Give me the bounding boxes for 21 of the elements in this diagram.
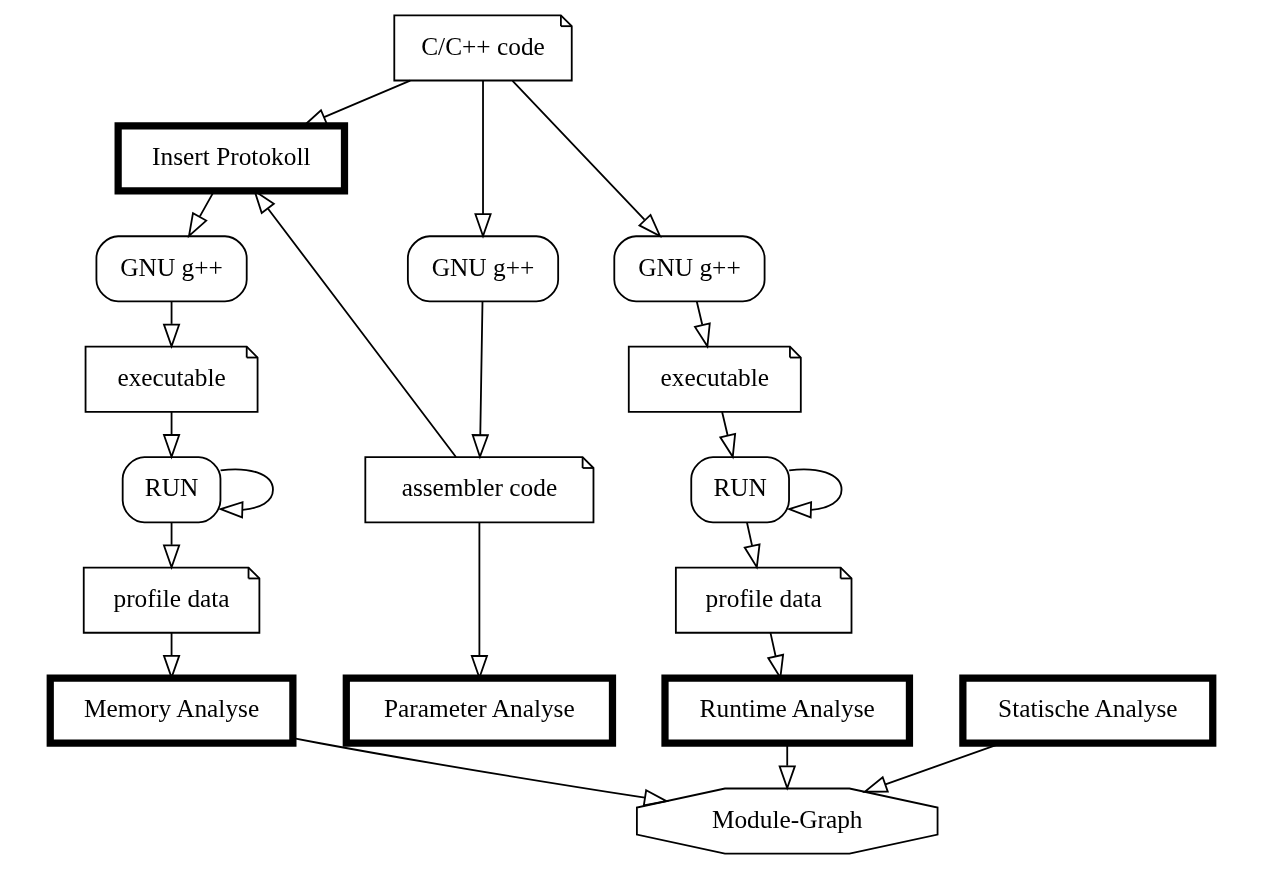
node-box: Memory Analyse (46, 674, 296, 747)
arrow (511, 79, 662, 238)
arrow (742, 521, 761, 570)
node-box: GNU g++ (612, 235, 765, 303)
arrow (162, 411, 180, 460)
arrow (473, 79, 492, 239)
node-box: Parameter Analyse (342, 674, 616, 747)
arrow (718, 411, 736, 460)
node-box: RUN (689, 456, 790, 524)
arrow (785, 468, 842, 519)
arrow (470, 300, 489, 460)
node-box: Statische Analyse (958, 674, 1216, 747)
arrow (162, 521, 180, 570)
node-box: RUN (121, 456, 221, 524)
node-box: GNU g++ (406, 235, 559, 303)
node-box: Insert Protokoll (114, 122, 348, 195)
arrow (693, 300, 711, 349)
arrow (217, 468, 274, 519)
node-box: GNU g++ (95, 235, 248, 303)
arrow (162, 300, 180, 349)
node-box: Runtime Analyse (660, 674, 913, 747)
